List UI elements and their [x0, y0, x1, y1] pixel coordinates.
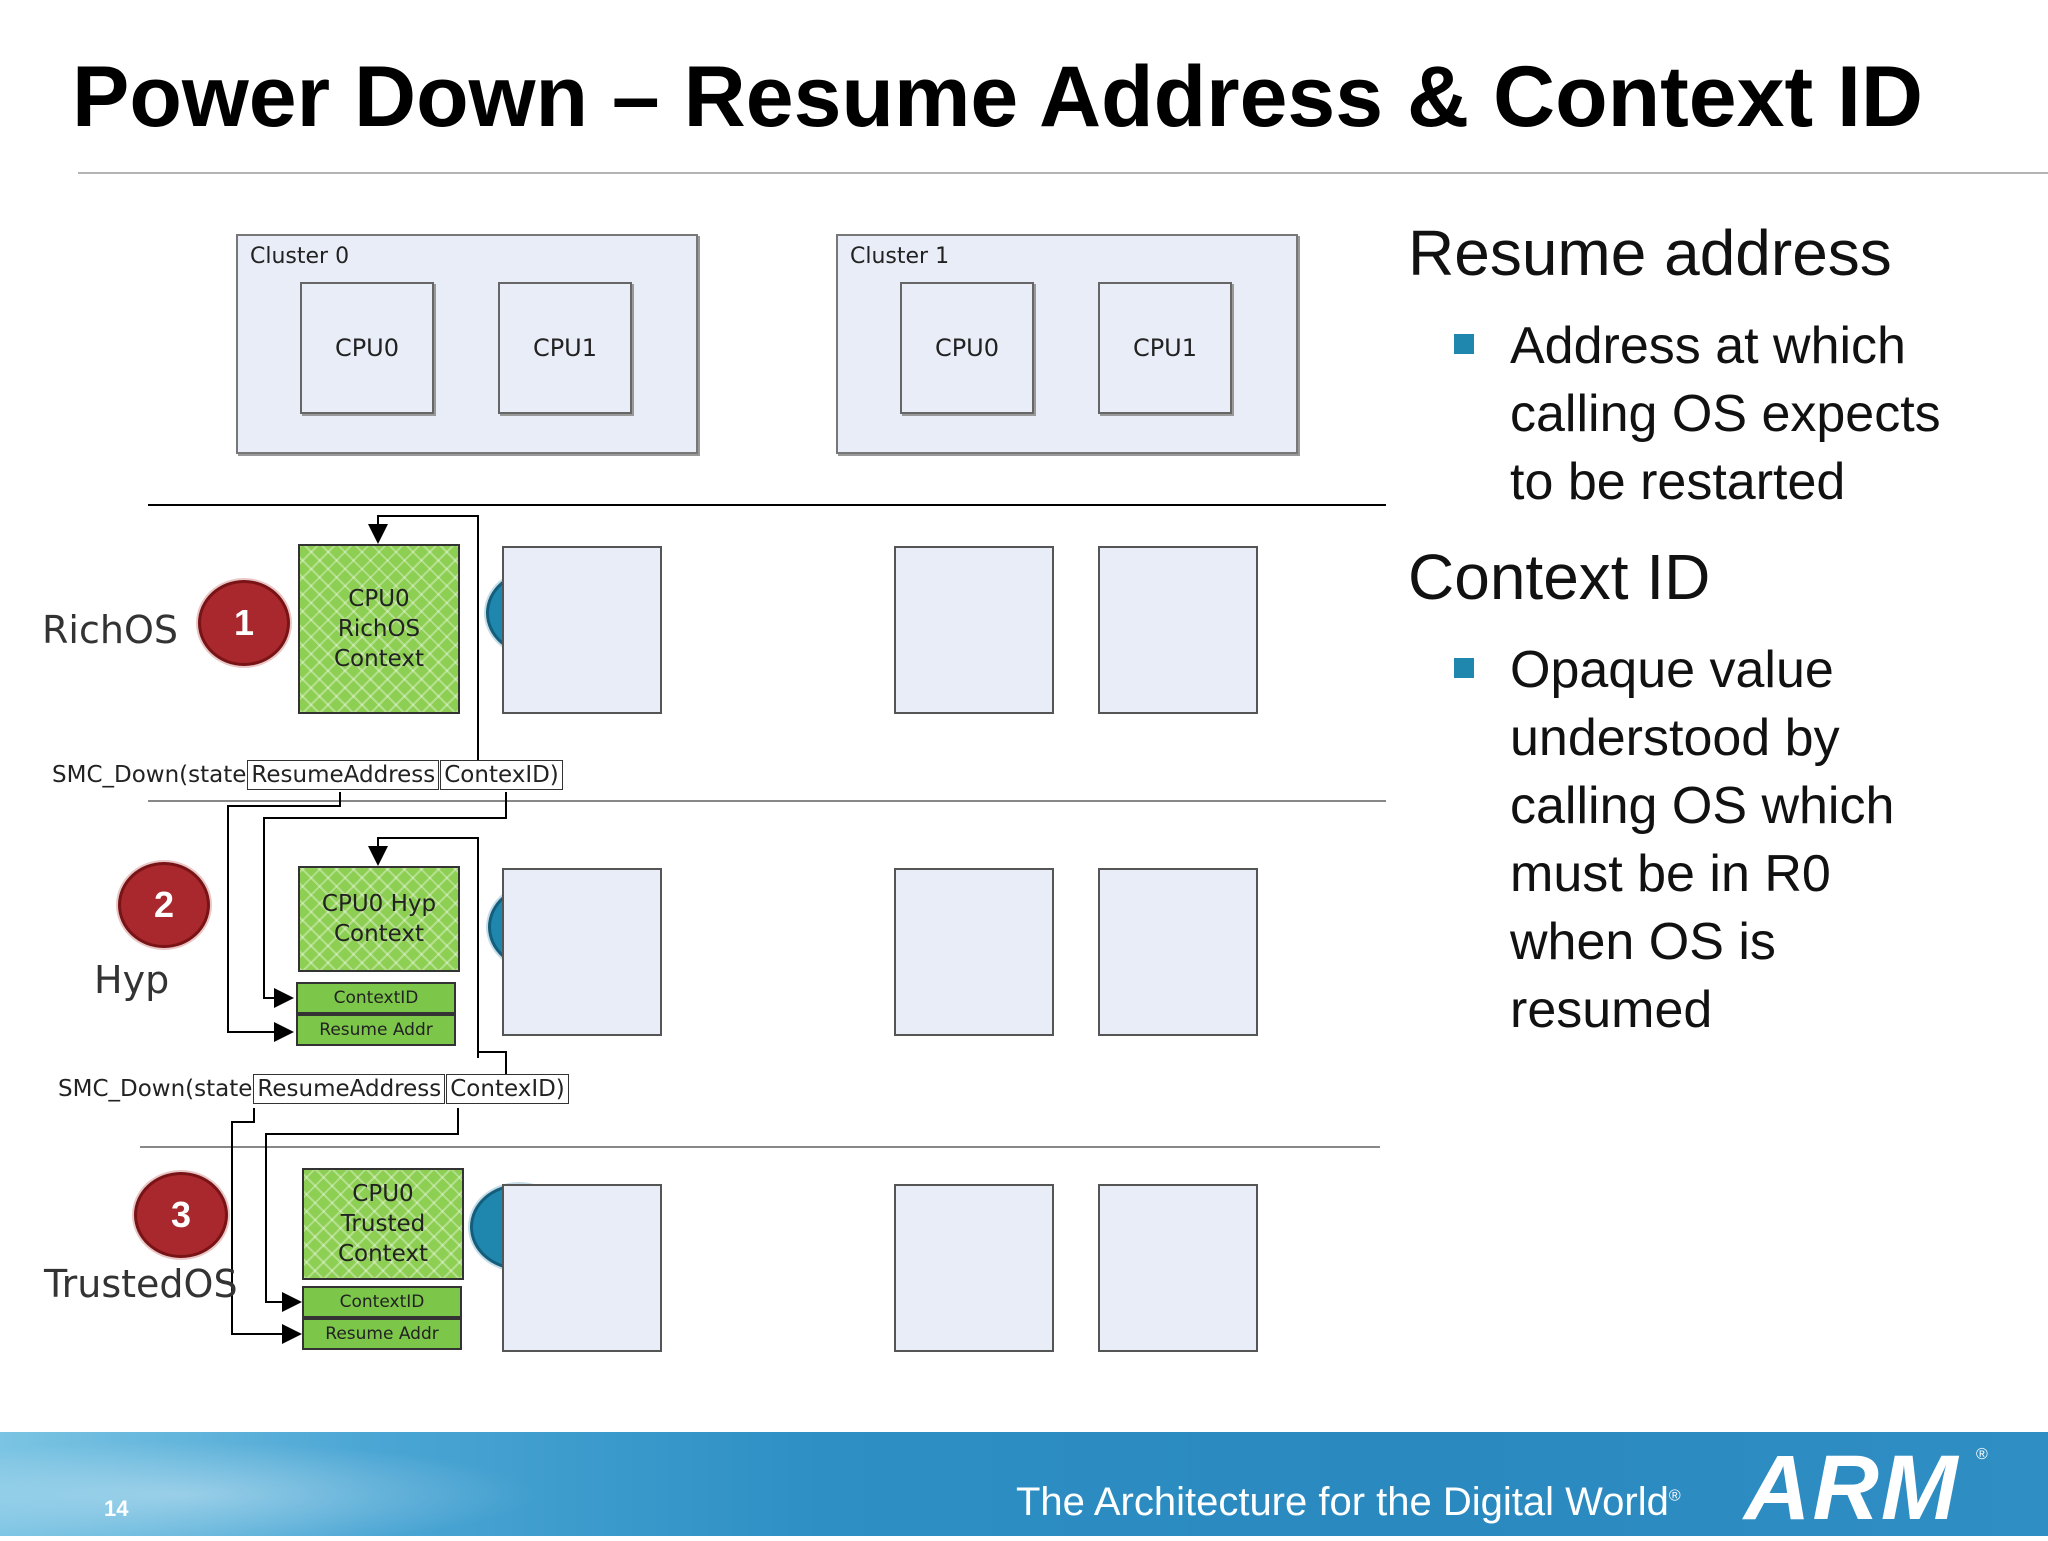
step-badge-red-3: 3 — [134, 1172, 228, 1258]
page-title: Power Down – Resume Address & Context ID — [72, 49, 1923, 145]
page-number: 14 — [104, 1496, 129, 1521]
bullet-square-icon — [1454, 334, 1474, 354]
bullet-context-id: Opaque value understood by calling OS wh… — [1510, 641, 1895, 1039]
bullet-square-icon — [1454, 658, 1474, 678]
cluster-0-cpu0: CPU0 — [300, 282, 434, 414]
richos-cluster1-cpu0-slot — [894, 546, 1054, 714]
richos-cpu1-slot — [502, 546, 662, 714]
separator-trusted — [140, 1146, 1380, 1148]
trusted-resume-addr-slot: Resume Addr — [302, 1318, 462, 1350]
cluster-1: Cluster 1 CPU0 CPU1 — [836, 234, 1298, 454]
trusted-context-id-slot: ContextID — [302, 1286, 462, 1318]
smc-arg-context-id: ContexID) — [440, 760, 563, 790]
title-divider — [78, 172, 2048, 174]
trusted-cluster1-cpu1-slot — [1098, 1184, 1258, 1352]
step-badge-red-2: 2 — [118, 862, 210, 948]
smc-down-prefix: SMC_Down(state — [52, 762, 247, 788]
layer-label-trustedos: TrustedOS — [44, 1262, 238, 1306]
richos-cluster1-cpu1-slot — [1098, 546, 1258, 714]
cpu0-trusted-context: CPU0 Trusted Context — [302, 1168, 464, 1280]
cpu0-richos-context: CPU0 RichOS Context — [298, 544, 460, 714]
smc-arg-context-id: ContexID) — [446, 1074, 569, 1104]
hyp-cluster1-cpu1-slot — [1098, 868, 1258, 1036]
smc-down-call-2: SMC_Down(state ResumeAddress ContexID) — [58, 1074, 569, 1104]
cluster-0-label: Cluster 0 — [250, 244, 350, 269]
step-badge-red-1: 1 — [198, 580, 290, 666]
tagline-text: The Architecture for the Digital World — [1016, 1480, 1669, 1524]
cpu0-hyp-context: CPU0 Hyp Context — [298, 866, 460, 972]
hyp-cluster1-cpu0-slot — [894, 868, 1054, 1036]
trusted-cluster1-cpu0-slot — [894, 1184, 1054, 1352]
footer-tagline: The Architecture for the Digital World® — [1016, 1480, 1681, 1525]
tagline-registered-mark: ® — [1668, 1487, 1681, 1505]
smc-down-prefix: SMC_Down(state — [58, 1076, 253, 1102]
cluster-1-label: Cluster 1 — [850, 244, 950, 269]
bullet-resume-address: Address at which calling OS expects to b… — [1510, 317, 1941, 511]
footer-swirl-decoration — [0, 1432, 600, 1536]
cluster-0: Cluster 0 CPU0 CPU1 — [236, 234, 698, 454]
layer-label-richos: RichOS — [42, 608, 178, 652]
hyp-cpu1-slot — [502, 868, 662, 1036]
heading-context-id: Context ID — [1408, 541, 1711, 613]
cluster-0-cpu1: CPU1 — [498, 282, 632, 414]
smc-arg-resume-address: ResumeAddress — [247, 760, 440, 790]
hyp-context-id-slot: ContextID — [296, 982, 456, 1014]
cluster-1-cpu1: CPU1 — [1098, 282, 1232, 414]
layer-label-hyp: Hyp — [94, 958, 170, 1002]
arm-logo: ARM — [1744, 1437, 1960, 1539]
logo-registered-mark: ® — [1976, 1446, 1988, 1463]
separator-hyp — [148, 800, 1386, 802]
smc-down-call-1: SMC_Down(state ResumeAddress ContexID) — [52, 760, 563, 790]
heading-resume-address: Resume address — [1408, 217, 1892, 289]
smc-arg-resume-address: ResumeAddress — [253, 1074, 446, 1104]
trusted-cpu1-slot — [502, 1184, 662, 1352]
cluster-1-cpu0: CPU0 — [900, 282, 1034, 414]
footer-bar — [0, 1432, 2048, 1536]
hyp-resume-addr-slot: Resume Addr — [296, 1014, 456, 1046]
separator-richos — [148, 504, 1386, 506]
